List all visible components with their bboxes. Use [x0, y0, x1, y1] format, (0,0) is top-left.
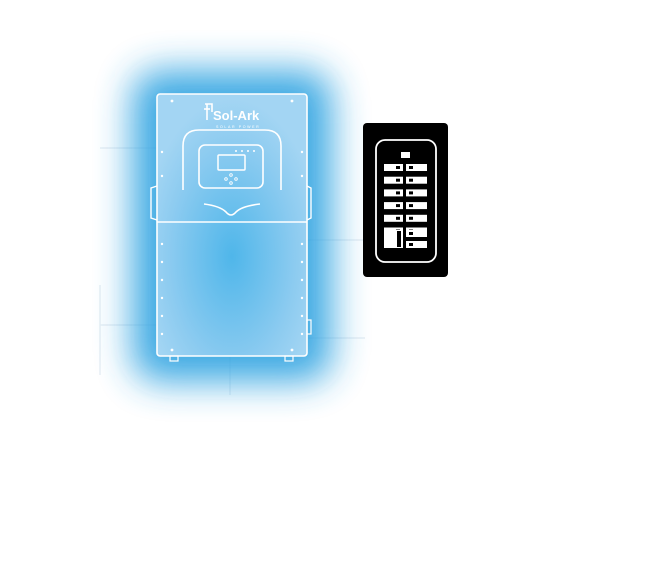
breaker-switch: [384, 176, 403, 184]
right-port: [306, 319, 312, 335]
breaker-switch: [384, 214, 403, 222]
breaker-handle: [396, 191, 400, 195]
breaker-switch: [384, 202, 403, 210]
control-panel: [198, 144, 264, 189]
sol-ark-logo-icon: [204, 103, 213, 120]
breaker-panel: [363, 123, 448, 277]
breaker-double-right-2: [406, 241, 427, 248]
inverter-screws: [160, 99, 304, 352]
breaker-main: [401, 152, 410, 158]
brand-tagline: SOLAR POWER: [216, 125, 260, 129]
breaker-handle: [409, 204, 413, 208]
breaker-double-right: [406, 230, 427, 237]
lcd-screen-icon: [217, 154, 246, 171]
breaker-double-handle-r2: [409, 243, 413, 246]
breaker-divider-top: [403, 160, 406, 225]
breaker-switch: [406, 214, 427, 222]
left-foot: [169, 355, 179, 362]
inverter: Sol-Ark SOLAR POWER: [150, 93, 312, 362]
breaker-handle: [409, 191, 413, 195]
front-swoosh: [203, 203, 261, 216]
breaker-switch: [406, 164, 427, 171]
breaker-handle: [409, 178, 413, 182]
right-foot: [284, 355, 294, 362]
inverter-body: [156, 93, 308, 357]
breaker-switch: [384, 164, 403, 171]
control-panel-arch: [182, 129, 282, 190]
control-buttons-icon: [224, 173, 238, 185]
left-bracket: [150, 185, 158, 221]
breaker-switch: [406, 176, 427, 184]
breaker-handle: [396, 204, 400, 208]
breaker-handle: [409, 166, 413, 169]
breaker-handle: [396, 166, 400, 169]
breaker-handle: [396, 216, 400, 220]
breaker-switch: [406, 189, 427, 197]
breaker-switch: [406, 202, 427, 210]
breaker-panel-frame: [375, 139, 437, 263]
breaker-double-handle-r: [409, 232, 413, 235]
brand-name: Sol-Ark: [213, 108, 260, 123]
breaker-switch: [384, 189, 403, 197]
breaker-handle: [396, 178, 400, 182]
right-bracket: [306, 185, 312, 221]
breaker-double-handle: [397, 231, 401, 247]
breaker-handle: [409, 216, 413, 220]
indicator-leds: [235, 150, 255, 152]
